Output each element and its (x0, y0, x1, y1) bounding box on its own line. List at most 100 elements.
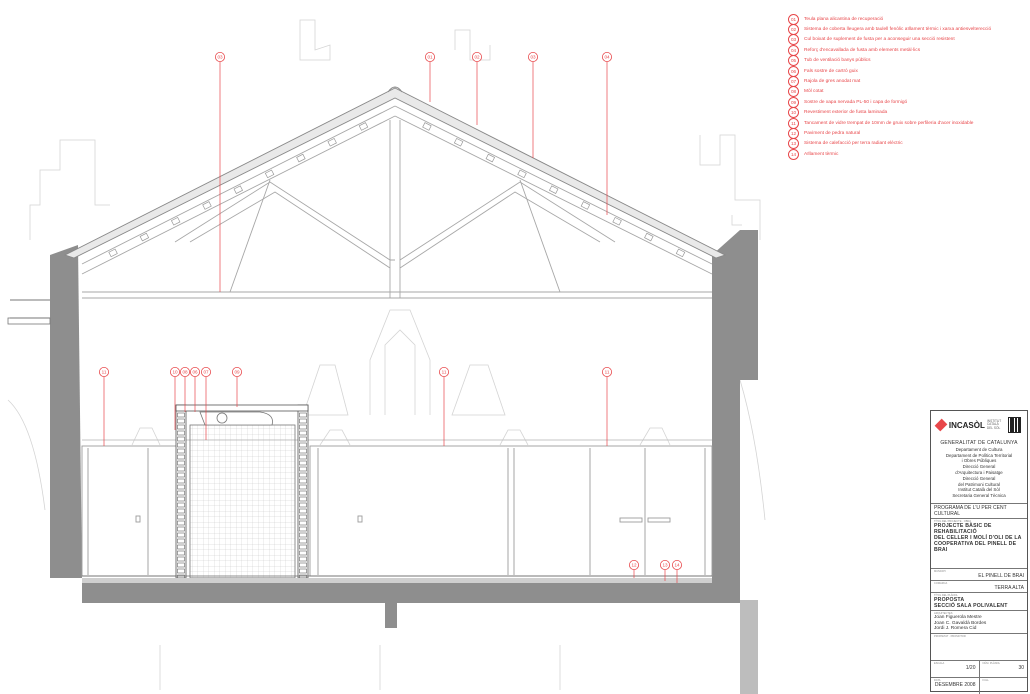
callout-11-left: 11 (99, 366, 110, 377)
roof-purlin (139, 232, 150, 242)
scale-sheet-row: ESCALA 1/20 NÚM. PLÀNOL 30 (931, 659, 1027, 677)
callout-label: 04 (604, 55, 610, 60)
wall-brick (299, 448, 307, 454)
scale-cell: ESCALA 1/20 (931, 660, 980, 677)
project-caption: TÍTOL DEL PROJECTE · OBRA (934, 519, 972, 523)
wall-brick (177, 430, 185, 436)
background-elevation (7, 19, 766, 690)
roof-purlin (580, 201, 591, 210)
wall-brick (299, 556, 307, 562)
wall-brick (177, 538, 185, 544)
legend-number: 14 (788, 148, 799, 160)
wall-brick (299, 562, 307, 568)
project-line: DEL CELLER I MOLÍ D'OLI DE LA (934, 534, 1022, 541)
callout-03-right: 03 (528, 52, 539, 63)
legend-number: 02 (788, 24, 799, 36)
wall-brick (177, 412, 185, 418)
roof-purlin (108, 248, 118, 258)
wall-brick (299, 496, 307, 502)
callout-label: 11 (102, 370, 107, 375)
callout-label: 03 (530, 55, 536, 60)
roof-purlin (517, 169, 527, 179)
toilet-wall-hatch (177, 412, 307, 580)
wall-brick (177, 478, 185, 484)
roof-purlin (296, 153, 306, 163)
org-line: i Obres Públiques (961, 458, 997, 464)
logo-subtitle-line: DEL SÒL (986, 425, 1001, 430)
org-line: Secretaria General Tècnica (952, 493, 1006, 499)
logo-subtitle-line: INSTITUT CATALÀ (986, 418, 1002, 427)
wall-brick (177, 502, 185, 508)
wall-brick (299, 424, 307, 430)
callout-10: 10 (169, 366, 180, 377)
wall-brick (299, 436, 307, 442)
wall-brick (299, 466, 307, 472)
wall-brick (299, 508, 307, 514)
roof-purlin (233, 185, 244, 194)
wall-brick (177, 436, 185, 442)
wall-brick (299, 550, 307, 556)
wall-brick (177, 490, 185, 496)
project-row: TÍTOL DEL PROJECTE · OBRA PROJECTE BÀSIC… (931, 517, 1027, 554)
wall-brick (177, 442, 185, 448)
roof-purlin (327, 137, 337, 147)
wall-brick (177, 544, 185, 550)
callout-14: 14 (672, 560, 683, 571)
project-line: PROJECTE BÀSIC DE REHABILITACIÓ (934, 522, 992, 535)
plan-line: PROPOSTA (934, 596, 965, 603)
wall-brick (177, 508, 185, 514)
callout-label: 06 (192, 370, 198, 375)
legend-number: 09 (788, 96, 799, 108)
legend-number: 04 (788, 44, 799, 56)
wall-brick (299, 412, 307, 418)
org-line: Direcció General (962, 464, 996, 470)
county-caption: COMARCA (934, 581, 948, 585)
org-line: Departament de Cultura (955, 446, 1003, 452)
roof-purlin (612, 216, 622, 226)
org-line: GENERALITAT DE CATALUNYA (940, 440, 1018, 446)
legend-text: Paviment de pedra natural (804, 130, 861, 136)
roof-purlin (202, 201, 212, 210)
authors-row: ARQUITECTES Joan Figuerola Mestre Joan C… (931, 609, 1027, 633)
roof-purlin (453, 137, 464, 147)
wall-brick (299, 478, 307, 484)
county-row: COMARCA TERRA ALTA (931, 579, 1027, 592)
side-walls (7, 230, 758, 694)
municipality: EL PINELL DE BRAI (978, 572, 1024, 579)
callout-label: 02 (474, 55, 480, 60)
roof-purlin (485, 153, 496, 163)
legend-text: Teula plana alicantina de recuperació (804, 16, 884, 22)
wall-brick (177, 448, 185, 454)
callout-label: 13 (662, 563, 668, 568)
municipality-row: MUNICIPI EL PINELL DE BRAI (931, 567, 1027, 580)
org-line: del Patrimoni Cultural (958, 481, 1000, 487)
wall-brick (177, 568, 185, 574)
title-block: INCASÒL INSTITUT CATALÀ DEL SÒL GENERALI… (930, 410, 1028, 694)
roof-purlin (264, 169, 275, 179)
roof-purlin (644, 232, 654, 242)
callout-label: 11 (605, 370, 610, 375)
callout-11-center: 11 (438, 366, 449, 377)
wall-brick (177, 460, 185, 466)
wall-brick (177, 466, 185, 472)
logos: INCASÒL INSTITUT CATALÀ DEL SÒL (931, 411, 1027, 439)
callout-02: 02 (471, 52, 482, 63)
org-line: d'Arquitectura i Paisatge (955, 469, 1003, 475)
incasol-logo: INCASÒL INSTITUT CATALÀ DEL SÒL (934, 418, 1008, 432)
legend-text: Rajola de gres anodat mat (804, 79, 861, 85)
roof-purlin (170, 216, 181, 226)
floor-slab (82, 575, 740, 628)
page-cell: FULL (980, 678, 1028, 694)
municipality-caption: MUNICIPI (934, 569, 946, 573)
plan-line: SECCIÓ SALA POLIVALENT (934, 602, 1008, 609)
wall-brick (177, 550, 185, 556)
roof-purlin (675, 248, 686, 258)
wall-brick (299, 484, 307, 490)
callout-label: 09 (234, 370, 240, 375)
